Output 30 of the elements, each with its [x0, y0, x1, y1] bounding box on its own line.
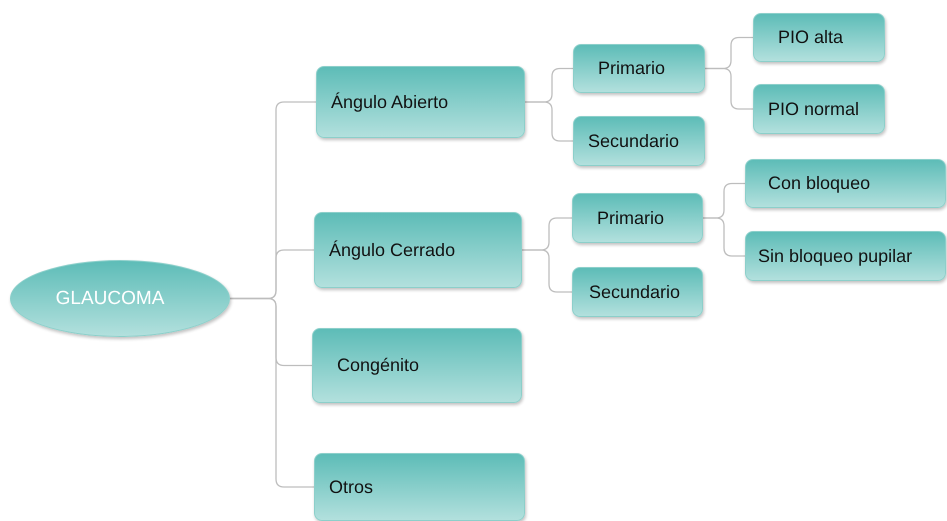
category-box [316, 66, 525, 138]
category-box [745, 231, 946, 281]
connector-line [705, 68, 753, 110]
node-label: Primario [598, 58, 666, 79]
node-label: PIO normal [768, 98, 860, 120]
category-box [312, 328, 522, 403]
category-box [314, 212, 522, 288]
node-label: Congénito [337, 355, 420, 376]
node-label: Secundario [589, 282, 680, 302]
category-box [572, 193, 703, 243]
category-box [572, 267, 703, 317]
category-box [573, 44, 705, 93]
connector-line [522, 249, 572, 293]
connector-line [525, 101, 573, 142]
node-label: Ángulo Cerrado [329, 240, 456, 260]
node-label: PIO alta [778, 27, 844, 48]
category-box [753, 84, 885, 134]
node-label: Con bloqueo [768, 173, 870, 194]
category-box [745, 159, 946, 208]
node-label: GLAUCOMA [56, 288, 166, 310]
connector-line [230, 298, 314, 488]
node-label: Otros [329, 476, 374, 498]
node-label: Ángulo Abierto [331, 92, 448, 112]
node-label: Sin bloqueo pupilar [758, 246, 912, 266]
node-label: Secundario [588, 130, 680, 152]
category-box [753, 13, 885, 62]
connector-line [703, 217, 745, 257]
node-label: Primario [597, 208, 664, 228]
category-box [573, 116, 705, 166]
category-box [314, 453, 525, 521]
